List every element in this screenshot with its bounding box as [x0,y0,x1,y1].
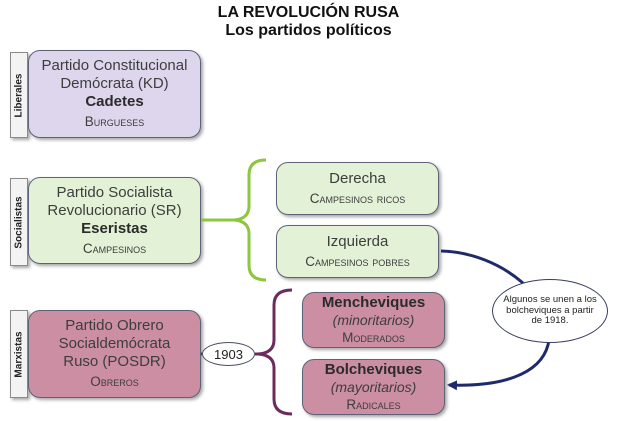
faction-box-sr-right: Derecha Campesinos ricos [276,162,439,215]
split-year-badge: 1903 [202,342,255,366]
party-box-kd: Partido Constitucional Demócrata (KD) Ca… [28,50,201,138]
mencheviques-meaning: (minoritarios) [332,312,415,328]
sr-left-base: Campesinos pobres [305,253,410,269]
sr-name: Eseristas [81,219,148,237]
kd-line1: Partido Constitucional [41,57,188,75]
faction-box-sr-left: Izquierda Campesinos pobres [276,225,439,278]
posdr-line2: Socialdemócrata [58,335,171,353]
socialist-brace-curve [233,158,267,282]
sr-base: Campesinos [82,240,147,256]
mencheviques-base: Moderados [342,329,405,345]
mencheviques-name: Mencheviques [321,294,426,311]
sr-right-base: Campesinos ricos [309,190,406,206]
union-note: Algunos se unen a los bolcheviques a par… [492,279,608,343]
group-label-marxistas: Marxistas [10,310,28,398]
kd-line2: Demócrata (KD) [60,75,169,93]
faction-box-mencheviques: Mencheviques (minoritarios) Moderados [302,292,445,348]
faction-box-bolcheviques: Bolcheviques (mayoritarios) Radicales [302,359,445,415]
party-box-sr: Partido Socialista Revolucionario (SR) E… [28,177,201,264]
page-subtitle: Los partidos políticos [225,22,392,39]
sr-line1: Partido Socialista [56,183,173,201]
kd-base: Burgueses [84,114,145,130]
union-arrow [440,249,551,391]
marxist-brace-curve [257,288,293,416]
group-label-liberales: Liberales [10,52,28,138]
sr-line2: Revolucionario (SR) [47,201,182,219]
posdr-base: Obreros [90,374,139,390]
bolcheviques-name: Bolcheviques [324,361,423,378]
bolcheviques-base: Radicales [346,396,401,412]
posdr-line1: Partido Obrero [65,317,164,335]
party-box-posdr: Partido Obrero Socialdemócrata Ruso (POS… [28,310,201,398]
sr-right-name: Derecha [329,169,386,187]
bolcheviques-meaning: (mayoritarios) [330,379,417,395]
group-label-socialistas: Socialistas [10,178,28,266]
posdr-line3: Ruso (POSDR) [63,353,166,371]
sr-left-name: Izquierda [326,232,389,250]
page-title: LA REVOLUCIÓN RUSA [217,4,400,21]
kd-name: Cadetes [85,93,144,111]
